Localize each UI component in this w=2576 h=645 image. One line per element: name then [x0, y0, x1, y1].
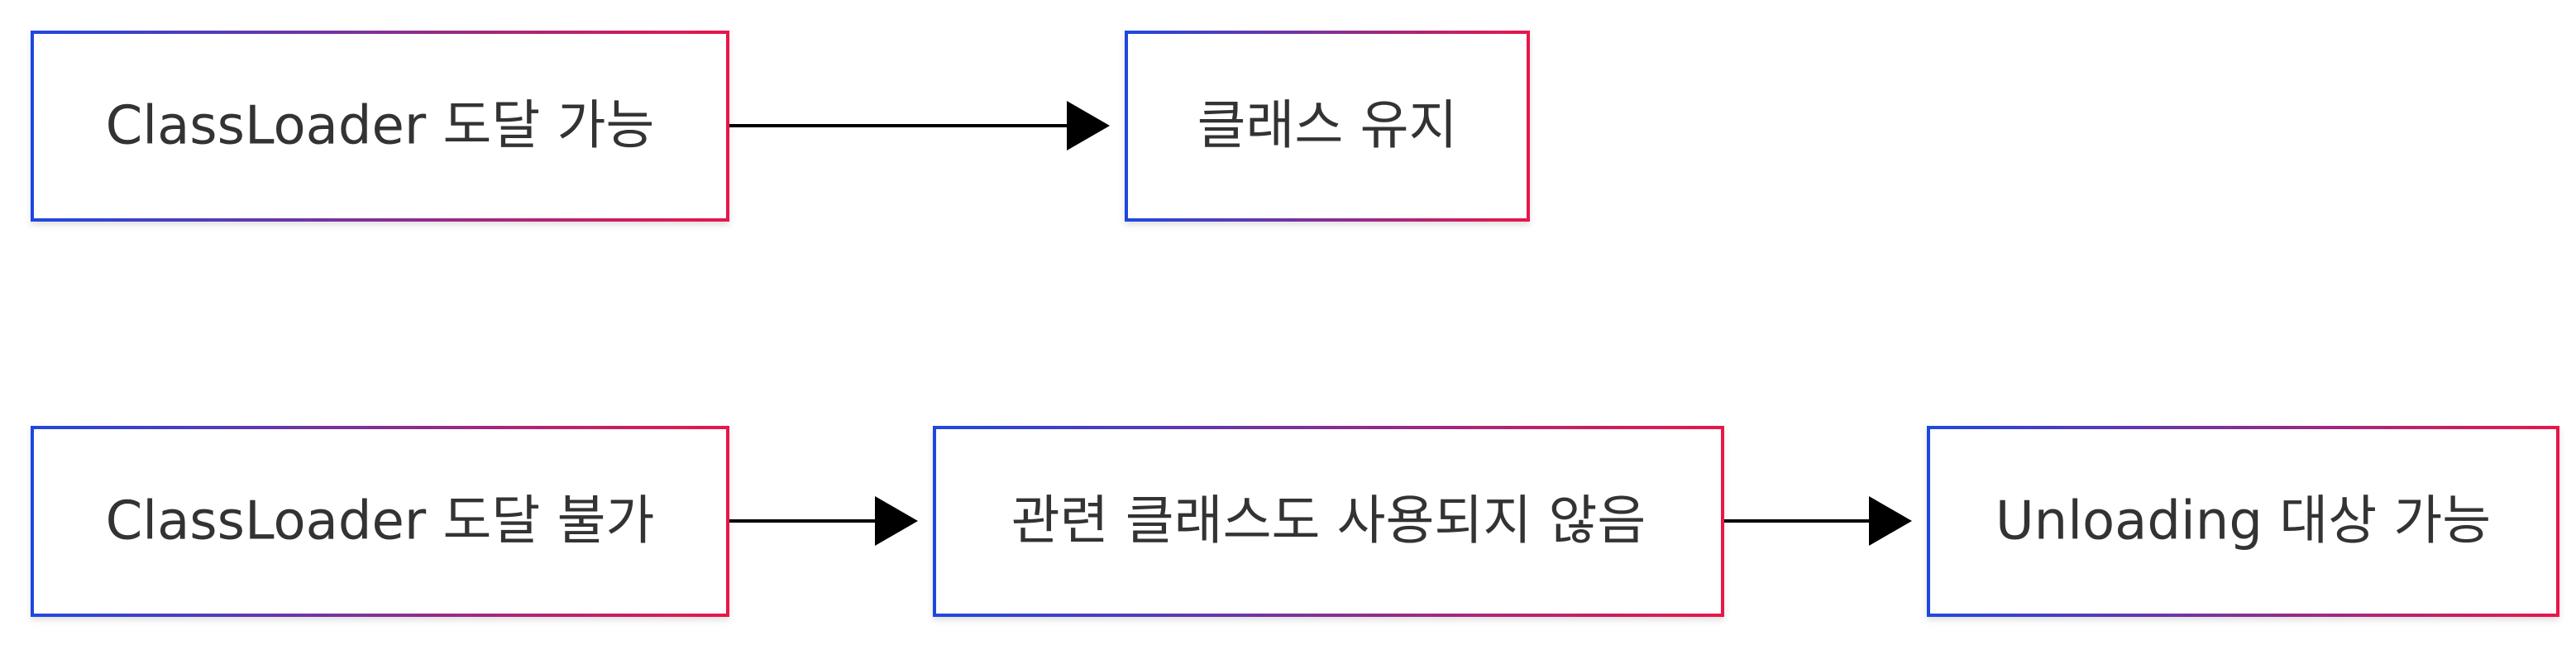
- edge-reachable-to-keep: [728, 101, 1110, 150]
- node-box: [31, 426, 729, 617]
- node-label: ClassLoader 도달 가능: [106, 96, 655, 157]
- node-label: Unloading 대상 가능: [1995, 491, 2491, 552]
- edge-unused-to-unload: [1723, 496, 1912, 546]
- arrowhead-icon: [875, 496, 918, 546]
- node-keep-class: 클래스 유지: [1125, 31, 1530, 222]
- node-label: 관련 클래스도 사용되지 않음: [1011, 491, 1646, 552]
- node-related-classes-unused: 관련 클래스도 사용되지 않음: [933, 426, 1724, 617]
- node-unloading-candidate: Unloading 대상 가능: [1927, 426, 2559, 617]
- node-box: [31, 31, 729, 222]
- node-label: ClassLoader 도달 불가: [106, 491, 655, 552]
- arrowhead-icon: [1869, 496, 1912, 546]
- arrowhead-icon: [1067, 101, 1110, 150]
- node-label: 클래스 유지: [1197, 96, 1458, 157]
- node-classloader-unreachable: ClassLoader 도달 불가: [31, 426, 729, 617]
- node-classloader-reachable: ClassLoader 도달 가능: [31, 31, 729, 222]
- node-box: [933, 426, 1724, 617]
- edge-unreachable-to-unused: [728, 496, 918, 546]
- node-box: [1125, 31, 1530, 222]
- node-box: [1927, 426, 2559, 617]
